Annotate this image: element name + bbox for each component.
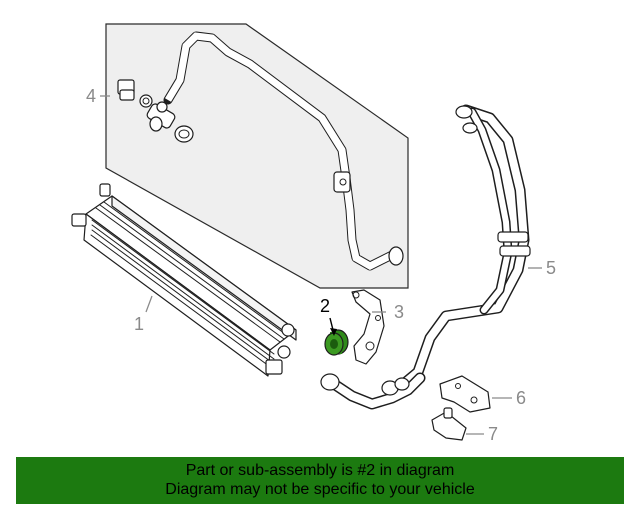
oil-cooler-part-1 xyxy=(71,183,297,377)
cooler-tab-top xyxy=(99,183,111,197)
callout-1: 1 xyxy=(134,314,144,334)
line-top-fitting xyxy=(455,105,473,119)
callout-3: 3 xyxy=(394,302,404,322)
cooler-port-lower xyxy=(277,345,291,359)
o-ring-large xyxy=(174,125,194,143)
inset-panel-part-4 xyxy=(105,23,409,289)
line-sleeve-upper xyxy=(497,231,529,243)
o-ring-small xyxy=(139,94,153,108)
bracket-part-3 xyxy=(351,289,385,365)
line-sleeve-lower xyxy=(499,245,531,257)
clip-part-7 xyxy=(431,407,467,441)
callout-2: 2 xyxy=(320,296,330,316)
tube-clamp xyxy=(333,171,351,193)
cooler-tab-left xyxy=(71,213,87,227)
banner-line-disclaimer: Diagram may not be specific to your vehi… xyxy=(165,481,475,498)
callout-4: 4 xyxy=(86,86,96,106)
oil-line-part-5 xyxy=(400,104,531,388)
banner-line-part: Part or sub-assembly is #2 in diagram xyxy=(185,462,455,479)
cooler-tab-bottom xyxy=(265,359,283,375)
tube-end-fitting xyxy=(388,246,404,266)
lower-hose xyxy=(320,372,426,410)
o-ring-small-2 xyxy=(156,101,168,113)
callout-7: 7 xyxy=(488,424,498,444)
cooler-port-upper xyxy=(281,323,295,337)
clamp-part-6 xyxy=(439,375,491,413)
callout-6: 6 xyxy=(516,388,526,408)
info-banner: Part or sub-assembly is #2 in diagram Di… xyxy=(16,457,624,504)
grommet-part-2 xyxy=(324,329,349,356)
hose-end-fitting xyxy=(320,373,340,391)
parts-diagram: 4 1 2 3 5 6 7 xyxy=(71,23,556,444)
callout-5: 5 xyxy=(546,258,556,278)
plug-bolt xyxy=(117,79,135,101)
cooler-fins xyxy=(90,201,289,370)
